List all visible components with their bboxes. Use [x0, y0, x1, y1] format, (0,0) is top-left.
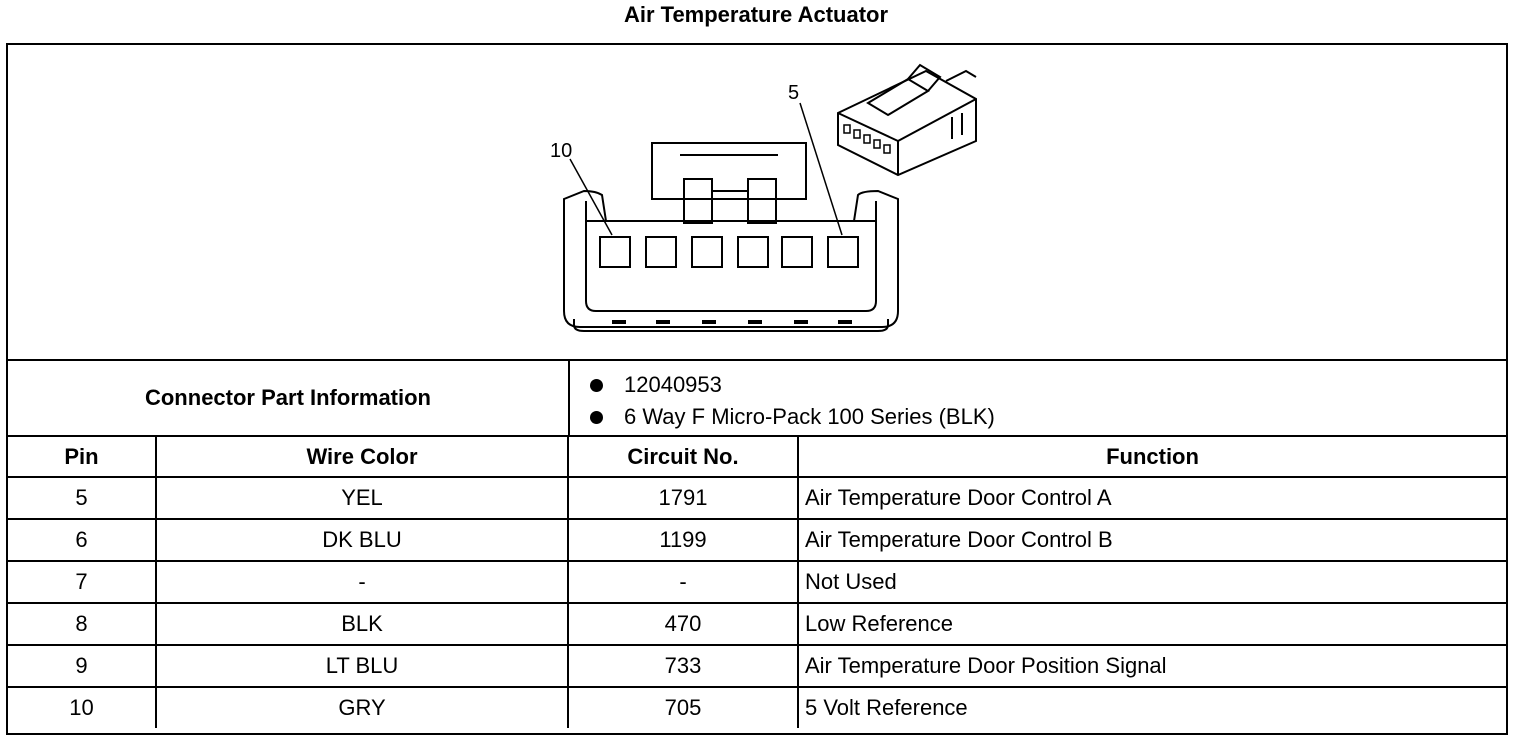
table-header-row: Pin Wire Color Circuit No. Function: [8, 437, 1506, 478]
wire-color-cell: GRY: [155, 686, 569, 728]
bottom-ribs: [612, 320, 852, 324]
wire-color-cell: DK BLU: [155, 518, 569, 562]
pinout-table: Pin Wire Color Circuit No. Function 5 YE…: [8, 437, 1506, 728]
connector-body: [563, 142, 899, 332]
circuit-cell: 1199: [567, 518, 799, 562]
callout-leaders: [569, 102, 843, 236]
connector-part-info-label: Connector Part Information: [8, 361, 570, 435]
cavity-8: [691, 236, 723, 268]
table-row: 7 - - Not Used: [8, 560, 1506, 604]
cavity-7: [737, 236, 769, 268]
connector-face-drawing: 10 5: [550, 63, 977, 332]
function-cell: Air Temperature Door Control B: [797, 518, 1506, 562]
list-item: 6 Way F Micro-Pack 100 Series (BLK): [590, 401, 995, 433]
connector-part-info: Connector Part Information 12040953 6 Wa…: [8, 361, 1506, 437]
connector-sheet: 10 5 Connector Pa: [6, 43, 1508, 735]
pin-cavities: [599, 236, 859, 268]
function-cell: Air Temperature Door Control A: [797, 476, 1506, 520]
function-cell: Not Used: [797, 560, 1506, 604]
table-row: 6 DK BLU 1199 Air Temperature Door Contr…: [8, 518, 1506, 562]
cavity-6: [781, 236, 813, 268]
function-cell: Low Reference: [797, 602, 1506, 646]
pin-cell: 6: [8, 518, 157, 562]
function-cell: 5 Volt Reference: [797, 686, 1506, 728]
circuit-cell: 705: [567, 686, 799, 728]
callout-label-10: 10: [550, 140, 572, 162]
wire-color-cell: YEL: [155, 476, 569, 520]
circuit-cell: 733: [567, 644, 799, 688]
cavity-10: [599, 236, 631, 268]
cavity-5: [827, 236, 859, 268]
pin-cell: 7: [8, 560, 157, 604]
table-row: 8 BLK 470 Low Reference: [8, 602, 1506, 646]
header-function: Function: [797, 437, 1506, 478]
wire-color-cell: LT BLU: [155, 644, 569, 688]
connector-description: 6 Way F Micro-Pack 100 Series (BLK): [624, 404, 995, 429]
bullet-icon: [590, 379, 603, 392]
connector-part-info-list: 12040953 6 Way F Micro-Pack 100 Series (…: [590, 369, 995, 433]
circuit-cell: -: [567, 560, 799, 604]
header-wire-color: Wire Color: [155, 437, 569, 478]
bullet-icon: [590, 411, 603, 424]
cavity-9: [645, 236, 677, 268]
wire-color-cell: -: [155, 560, 569, 604]
page-title: Air Temperature Actuator: [623, 2, 889, 27]
pin-cell: 8: [8, 602, 157, 646]
header-pin: Pin: [8, 437, 157, 478]
list-item: 12040953: [590, 369, 995, 401]
table-row: 10 GRY 705 5 Volt Reference: [8, 686, 1506, 728]
function-cell: Air Temperature Door Position Signal: [797, 644, 1506, 688]
circuit-cell: 1791: [567, 476, 799, 520]
connector-diagram: 10 5: [8, 45, 1506, 361]
circuit-cell: 470: [567, 602, 799, 646]
table-row: 5 YEL 1791 Air Temperature Door Control …: [8, 476, 1506, 520]
pin-cell: 10: [8, 686, 157, 728]
iso-pin-windows: [843, 124, 891, 154]
wire-color-cell: BLK: [155, 602, 569, 646]
part-number: 12040953: [624, 372, 722, 397]
pin-cell: 9: [8, 644, 157, 688]
connector-iso-view: [837, 63, 977, 177]
header-circuit-no: Circuit No.: [567, 437, 799, 478]
callout-label-5: 5: [788, 82, 799, 104]
pin-cell: 5: [8, 476, 157, 520]
table-row: 9 LT BLU 733 Air Temperature Door Positi…: [8, 644, 1506, 688]
